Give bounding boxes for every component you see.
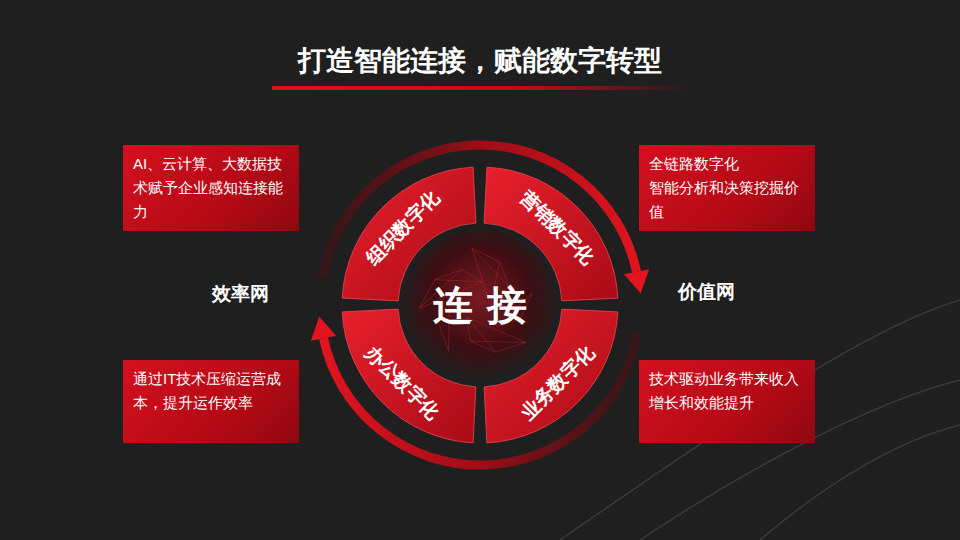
box-text: AI、云计算、大数据技术赋予企业感知连接能力 (133, 152, 289, 224)
arrow-head (624, 269, 649, 293)
info-box: 全链路数字化智能分析和决策挖掘价值 (639, 145, 815, 231)
side-label: 价值网 (678, 282, 735, 301)
box-text: 全链路数字化 (649, 152, 805, 176)
ring-segment: 办公数字化 (340, 305, 480, 445)
background-curves (560, 300, 960, 540)
title: 打造智能连接，赋能数字转型 (0, 44, 960, 78)
title-underline (272, 86, 690, 90)
center-label: 连接 (433, 285, 541, 325)
info-box: AI、云计算、大数据技术赋予企业感知连接能力 (123, 145, 299, 231)
info-box: 技术驱动业务带来收入增长和效能提升 (639, 360, 815, 443)
segment-fill (342, 309, 476, 443)
box-text: 智能分析和决策挖掘价值 (649, 176, 805, 224)
segment-fill (484, 309, 618, 443)
segment-shape (340, 305, 480, 445)
box-text: 技术驱动业务带来收入增长和效能提升 (649, 367, 805, 415)
arrow-head (311, 317, 336, 341)
ring-segment: 业务数字化 (480, 305, 620, 445)
center-circle: 连接 (405, 230, 555, 380)
box-text: 通过IT技术压缩运营成本，提升运作效率 (133, 367, 289, 415)
side-label: 效率网 (212, 284, 269, 303)
info-box: 通过IT技术压缩运营成本，提升运作效率 (123, 360, 299, 443)
